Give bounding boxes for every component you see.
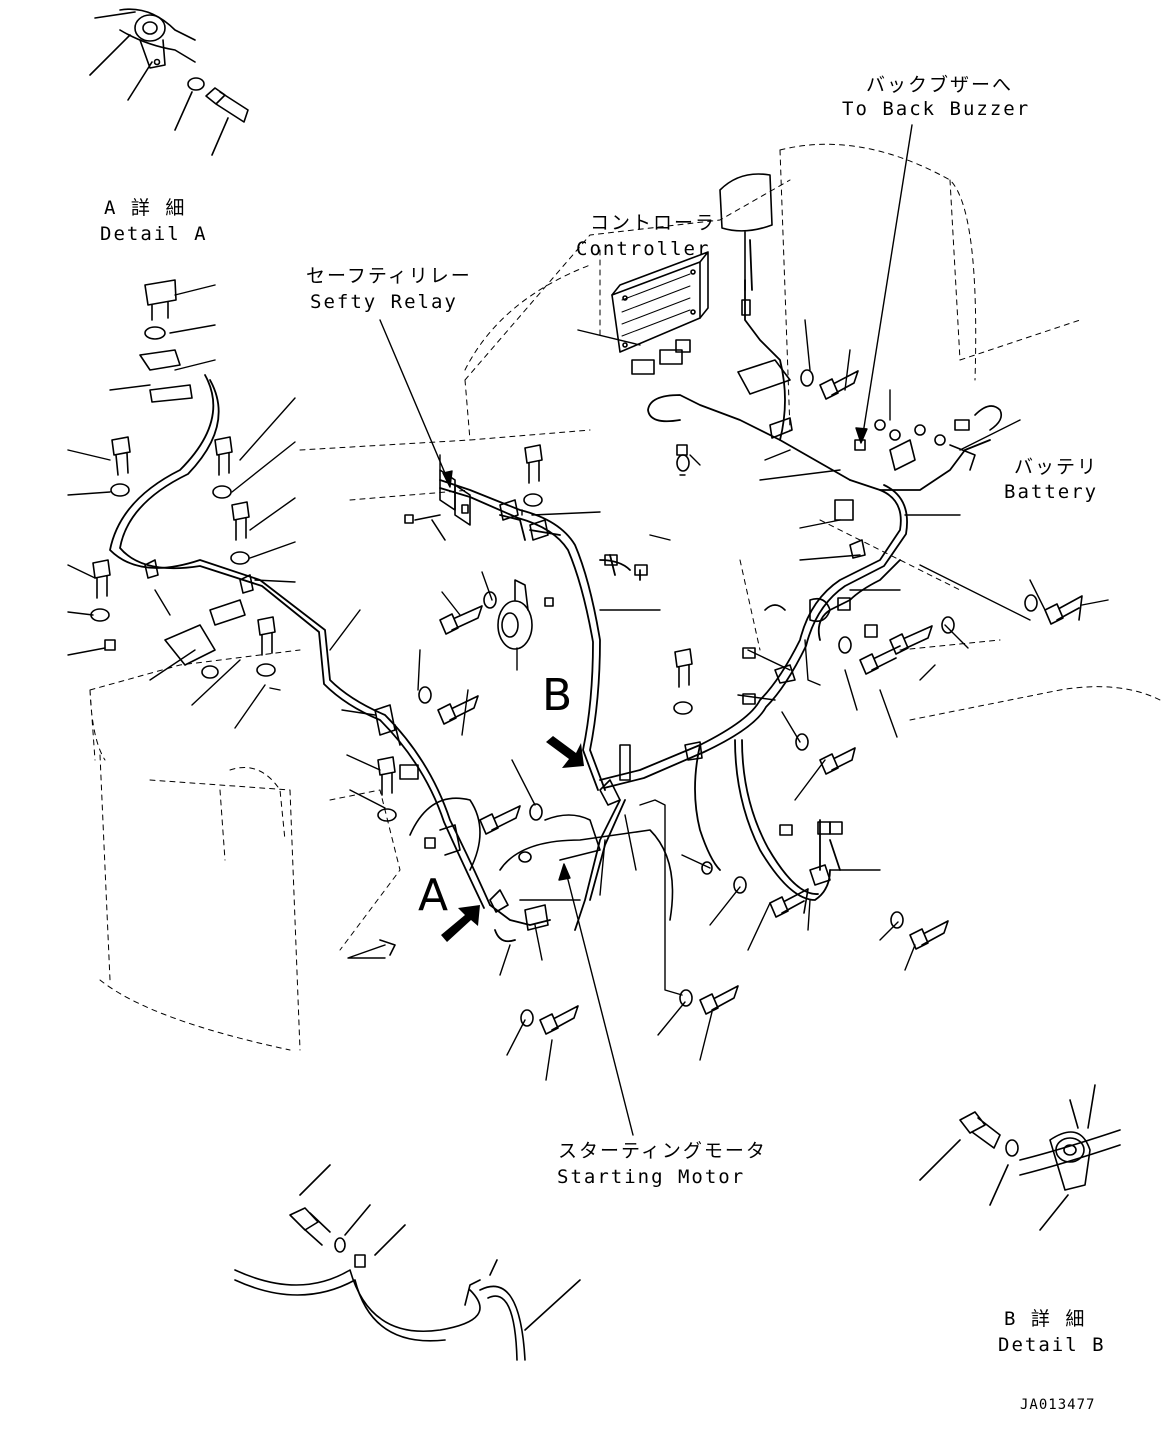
starting-motor-body: [409, 797, 674, 921]
horn-component: [497, 554, 648, 650]
detail-b-clamp-illustration: [919, 1084, 1121, 1231]
back-buzzer-label-jp: バックブザーへ: [866, 74, 1014, 96]
view-arrows: [441, 736, 584, 942]
seat-mount-component: [719, 173, 773, 316]
back-buzzer-label-en: To Back Buzzer: [842, 98, 1031, 120]
machine-body-outline: [89, 143, 1161, 1051]
detail-b-label-en: Detail B: [998, 1334, 1106, 1356]
detail-a-clamp-illustration: [89, 8, 249, 156]
detail-a-label-en: Detail A: [100, 223, 208, 245]
battery-label-en: Battery: [1004, 481, 1099, 503]
detail-b-label-jp: B 詳 細: [1004, 1308, 1087, 1330]
connector-group-right: [742, 597, 878, 886]
safety-relay-label-en: Sefty Relay: [310, 291, 458, 313]
view-a-marker: A: [418, 870, 449, 921]
harness-clamps: [139, 349, 866, 956]
view-b-marker: B: [542, 670, 573, 721]
starting-motor-label-en: Starting Motor: [557, 1166, 746, 1188]
safety-relay-label-jp: セーフティリレー: [306, 265, 472, 287]
callout-arrows: [379, 124, 913, 1136]
battery-terminal-group: [834, 405, 1003, 521]
detail-harness-loop: [234, 1164, 581, 1361]
safety-relay-unit: [404, 469, 471, 541]
controller-label-en: Controller: [576, 238, 711, 260]
drawing-id: JA013477: [1020, 1397, 1096, 1413]
detail-a-label-jp: A 詳 細: [104, 197, 187, 219]
controller-unit: [611, 251, 791, 395]
bolts-and-washers: [90, 279, 1083, 1035]
controller-label-jp: コントローラ: [590, 212, 717, 234]
battery-label-jp: バッテリ: [1014, 456, 1099, 478]
starting-motor-label-jp: スターティングモータ: [558, 1140, 767, 1162]
